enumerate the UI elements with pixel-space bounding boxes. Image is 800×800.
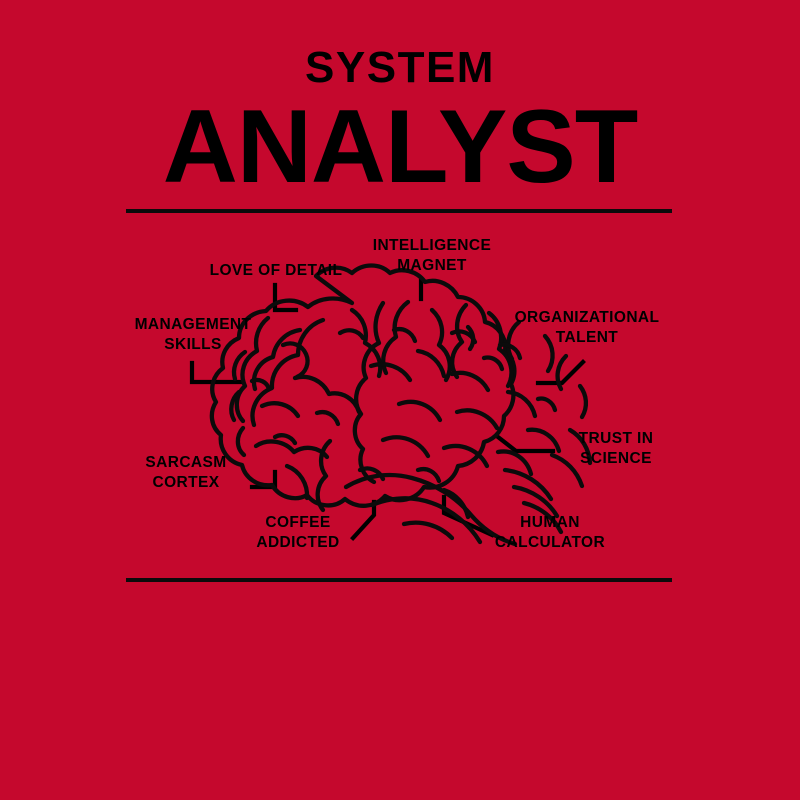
leader-love-of-detail: [272, 282, 299, 313]
brain-fold-mid-7: [525, 427, 562, 454]
brain-detail-loop-8: [465, 324, 476, 352]
leader-organizational-talent: [535, 359, 586, 386]
callout-organizational-talent: ORGANIZATIONAL TALENT: [514, 309, 660, 347]
brain-detail-loop-12: [481, 355, 505, 372]
brain-detail-loop-6: [314, 410, 341, 427]
brain-icon: [209, 263, 593, 547]
brain-fold-top-2: [381, 299, 411, 376]
brain-fold-mid-2: [415, 348, 447, 379]
brain-fold-frontal-11: [315, 438, 333, 513]
brain-fold-top-8: [555, 353, 569, 392]
brain-cerebellum-1: [502, 467, 554, 502]
brain-fold-mid-9: [441, 443, 490, 469]
leader-management-skills: [189, 360, 243, 385]
callout-management-skills: MANAGEMENT SKILLS: [134, 316, 252, 354]
brain-fold-top-4: [450, 302, 469, 380]
brain-central-fissure: [352, 300, 386, 485]
brain-fold-frontal-4: [229, 389, 242, 423]
brain-fold-top-5: [486, 310, 514, 389]
brain-temporal-1: [369, 496, 483, 545]
brain-fold-frontal-9: [253, 439, 330, 460]
brain-fold-frontal-8: [259, 401, 301, 419]
bottom-divider: [126, 578, 672, 582]
brain-temporal-2: [401, 520, 455, 541]
brain-cerebellum-5: [567, 427, 593, 466]
brain-fold-mid-4: [396, 399, 443, 423]
brain-fold-frontal-1: [251, 327, 303, 392]
brain-fold-top-7: [542, 333, 555, 374]
callout-intelligence-magnet: INTELLIGENCE MAGNET: [372, 237, 492, 275]
brain-fold-top-6: [506, 319, 522, 362]
title-kicker: SYSTEM: [305, 43, 495, 92]
brain-temporal-3: [441, 487, 471, 520]
brain-fold-mid-6: [505, 389, 538, 419]
brain-detail-loop-10: [272, 433, 298, 446]
brain-cerebellum-2: [511, 484, 560, 519]
callout-trust-in-science: TRUST IN SCIENCE: [578, 430, 654, 468]
brain-fold-mid-5: [454, 408, 500, 431]
top-divider: [126, 209, 672, 213]
leader-trust-in-science: [495, 434, 556, 454]
brain-detail-loop-5: [497, 342, 523, 361]
brain-fold-frontal-6: [250, 317, 326, 428]
brain-detail-loop-3: [391, 327, 418, 344]
brain-fold-mid-10: [495, 449, 534, 477]
callout-sarcasm-cortex: SARCASM CORTEX: [145, 454, 227, 492]
callout-human-calculator: HUMAN CALCULATOR: [494, 514, 606, 552]
brain-detail-loop-7: [357, 466, 386, 482]
brain-fold-top-3: [429, 307, 452, 383]
brain-cerebellum-4: [549, 452, 585, 489]
brain-fold-frontal-3: [231, 349, 248, 382]
brain-lateral-sulcus: [343, 472, 518, 547]
brain-detail-loop-9: [249, 377, 272, 392]
brain-detail-loop-2: [337, 328, 366, 341]
brain-fold-frontal-7: [292, 374, 362, 415]
brain-fold-mid-8: [380, 435, 431, 459]
brain-fold-frontal-5: [235, 425, 247, 458]
brain-detail-loop-13: [535, 396, 558, 413]
brain-detail-loop-1: [280, 341, 310, 380]
brain-detail-loop-11: [415, 467, 442, 484]
page-title: ANALYST: [162, 89, 639, 205]
callout-love-of-detail: LOVE OF DETAIL: [209, 262, 343, 279]
brain-fold-mid-1: [368, 362, 413, 383]
brain-fold-mid-3: [449, 370, 491, 393]
brain-cerebellum-3: [521, 500, 564, 535]
leader-human-calculator: [441, 494, 495, 538]
brain-fold-frontal-10: [284, 463, 310, 501]
brain-fold-top-9: [577, 383, 589, 420]
callout-coffee-addicted: COFFEE ADDICTED: [256, 514, 340, 552]
brain-fold-frontal-2: [234, 315, 271, 424]
